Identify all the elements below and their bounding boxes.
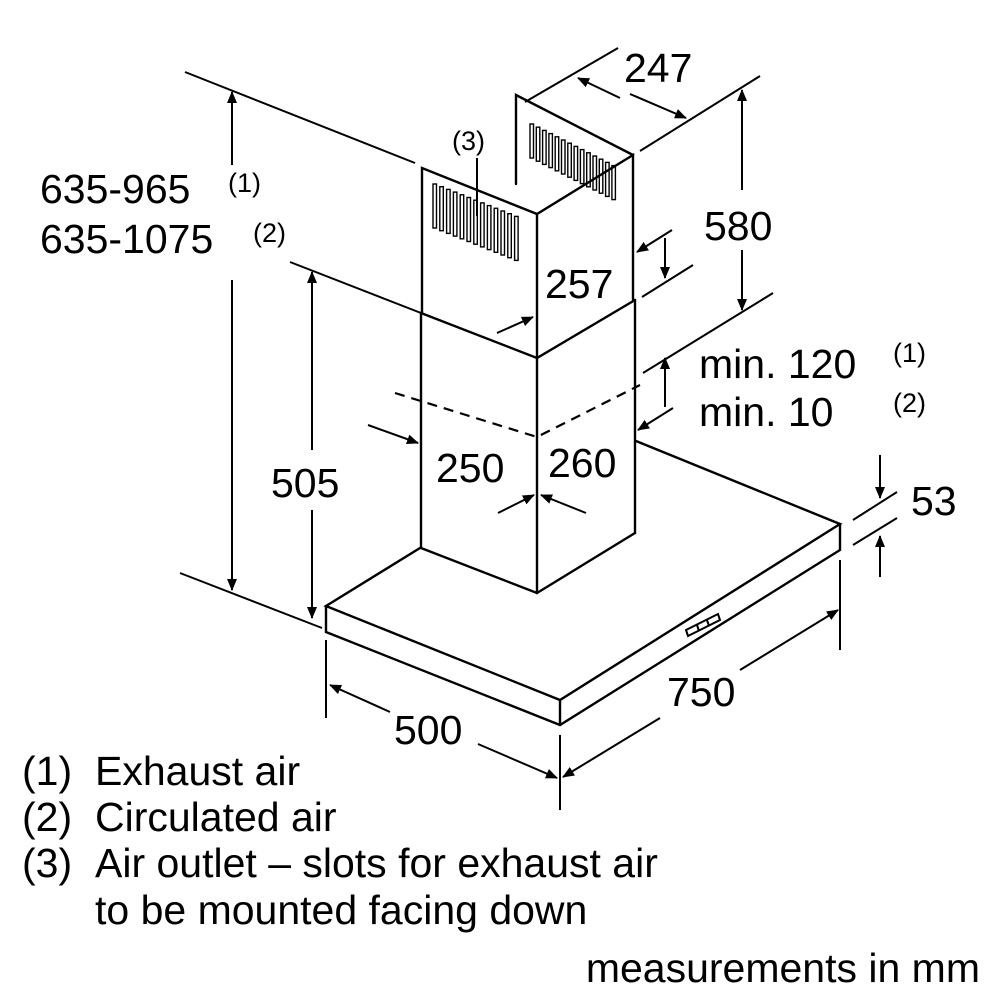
label-53: 53 bbox=[911, 478, 957, 524]
upper-chimney bbox=[420, 93, 635, 360]
units-note: measurements in mm bbox=[586, 945, 980, 991]
note-2b: (2) bbox=[893, 388, 926, 418]
legend: (1) Exhaust air (2) Circulated air (3) A… bbox=[22, 748, 658, 933]
legend-marker-1: (1) bbox=[22, 748, 72, 794]
label-260: 260 bbox=[548, 440, 616, 486]
legend-text-3: Air outlet – slots for exhaust air bbox=[95, 840, 658, 886]
slot bbox=[548, 132, 554, 169]
slot bbox=[567, 142, 572, 178]
slot bbox=[604, 161, 610, 198]
dim-500-750 bbox=[325, 560, 841, 810]
slot bbox=[500, 210, 506, 256]
slot bbox=[598, 158, 604, 194]
legend-marker-2: (2) bbox=[22, 794, 72, 840]
air-outlet-slots-front bbox=[432, 183, 519, 262]
slot bbox=[466, 196, 472, 243]
slot bbox=[479, 202, 485, 248]
slot bbox=[486, 204, 492, 251]
dim-505 bbox=[289, 261, 422, 619]
label-250: 250 bbox=[436, 445, 504, 491]
dim-257 bbox=[496, 229, 694, 334]
slot bbox=[513, 215, 519, 262]
label-total-height-circulated: 635-1075 bbox=[40, 216, 213, 262]
slot bbox=[459, 194, 465, 240]
slot bbox=[541, 129, 547, 166]
lower-chimney bbox=[394, 298, 641, 595]
dim-250-260 bbox=[367, 424, 587, 514]
label-outlet-marker: (3) bbox=[452, 126, 485, 156]
note-2: (2) bbox=[253, 218, 286, 248]
slot bbox=[560, 139, 566, 175]
label-total-height-exhaust: 635-965 bbox=[40, 166, 190, 212]
dim-247 bbox=[524, 47, 761, 152]
canopy bbox=[323, 439, 843, 727]
label-580: 580 bbox=[704, 203, 772, 249]
label-min-10: min. 10 bbox=[699, 389, 833, 435]
slot bbox=[507, 212, 512, 259]
slot bbox=[529, 123, 535, 159]
dim-53 bbox=[852, 455, 898, 577]
slot bbox=[579, 148, 585, 185]
note-1: (1) bbox=[228, 168, 261, 198]
label-505: 505 bbox=[271, 460, 339, 506]
slot bbox=[535, 126, 541, 162]
air-outlet-slots-back bbox=[529, 123, 617, 201]
slot bbox=[573, 145, 579, 182]
slot bbox=[439, 185, 444, 232]
note-1b: (1) bbox=[893, 338, 926, 368]
label-247: 247 bbox=[624, 45, 692, 91]
label-min-120: min. 120 bbox=[699, 341, 856, 387]
slot bbox=[611, 164, 617, 201]
slot bbox=[592, 155, 598, 191]
legend-text-3-cont: to be mounted facing down bbox=[95, 887, 587, 933]
label-500: 500 bbox=[394, 707, 462, 753]
slot bbox=[452, 191, 458, 237]
legend-text-2: Circulated air bbox=[95, 794, 337, 840]
label-750: 750 bbox=[667, 669, 735, 715]
slot bbox=[493, 207, 499, 254]
slot bbox=[554, 136, 560, 172]
dim-min-clearance bbox=[637, 357, 674, 431]
label-257: 257 bbox=[545, 261, 613, 307]
legend-text-1: Exhaust air bbox=[95, 748, 300, 794]
legend-marker-3: (3) bbox=[22, 840, 72, 886]
control-panel bbox=[684, 612, 722, 638]
slot bbox=[432, 183, 438, 229]
dim-total-height bbox=[179, 71, 416, 629]
slot bbox=[473, 199, 478, 245]
slot bbox=[586, 152, 591, 188]
slot bbox=[445, 188, 451, 235]
